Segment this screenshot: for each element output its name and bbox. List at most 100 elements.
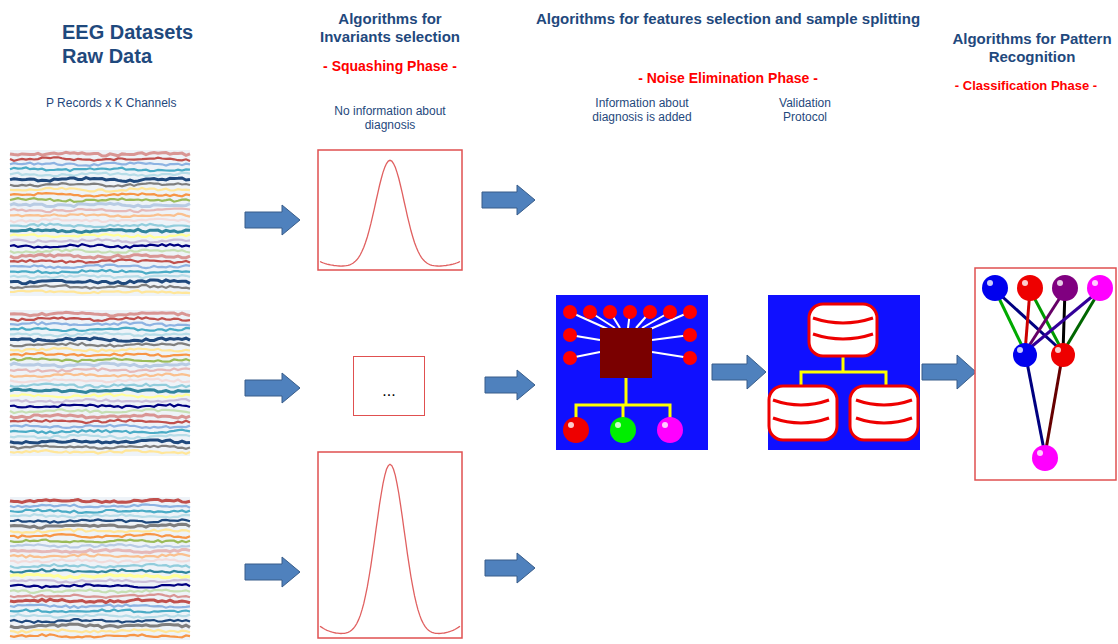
selector-square	[600, 328, 652, 378]
eeg-trace	[10, 414, 190, 418]
block-arrow	[922, 355, 976, 389]
eeg-trace	[10, 163, 190, 166]
eeg-image	[10, 310, 190, 456]
eeg-trace	[10, 590, 190, 593]
eeg-trace	[10, 374, 190, 377]
eeg-trace	[10, 564, 190, 568]
eeg-trace	[10, 214, 190, 217]
eeg-image	[10, 497, 190, 640]
eeg-trace	[10, 219, 190, 223]
gaussian-curve	[320, 160, 460, 266]
column-heading: Algorithms for Invariants selection	[305, 10, 475, 46]
eeg-trace	[10, 420, 190, 424]
eeg-trace	[10, 239, 190, 243]
eeg-trace	[10, 574, 190, 577]
class-ball	[657, 417, 683, 443]
eeg-trace	[10, 409, 190, 413]
class-ball	[563, 417, 589, 443]
column-heading: Algorithms for Pattern Recognition	[950, 30, 1114, 66]
eeg-trace	[10, 504, 190, 507]
eeg-trace	[10, 534, 190, 538]
eeg-trace	[10, 529, 190, 533]
eeg-trace	[10, 605, 190, 609]
eeg-trace	[10, 224, 190, 227]
tree-ball	[1087, 275, 1113, 301]
note-text: Information about diagnosis is added	[572, 96, 712, 125]
block-arrow	[245, 373, 300, 403]
eeg-trace	[10, 614, 190, 618]
flow-arrows	[245, 185, 976, 587]
tree-ball	[1032, 445, 1058, 471]
eeg-trace	[10, 363, 190, 367]
block-arrow	[245, 205, 300, 235]
eeg-trace	[10, 255, 190, 259]
classifier-icon	[975, 268, 1116, 480]
eeg-trace	[10, 435, 190, 439]
eeg-trace	[10, 629, 190, 633]
eeg-trace	[10, 499, 190, 502]
node-text: ...	[382, 372, 395, 400]
tree-ball	[1013, 343, 1037, 367]
eeg-trace	[10, 610, 190, 613]
eeg-trace	[10, 514, 190, 518]
eeg-trace	[10, 580, 190, 583]
gaussian-box	[318, 452, 462, 638]
eeg-trace	[10, 379, 190, 383]
eeg-trace	[10, 234, 190, 237]
eeg-trace	[10, 399, 190, 403]
gaussian-panels	[318, 150, 462, 638]
eeg-trace	[10, 280, 190, 284]
eeg-trace	[10, 285, 190, 289]
database-cylinders	[769, 304, 918, 440]
eeg-trace	[10, 634, 190, 637]
eeg-trace	[10, 270, 190, 274]
eeg-trace	[10, 446, 190, 449]
eeg-trace	[10, 183, 190, 187]
block-arrow	[245, 557, 300, 587]
eeg-trace	[10, 584, 190, 588]
eeg-trace	[10, 450, 190, 454]
phase-name: - Classification Phase -	[938, 78, 1114, 94]
eeg-trace	[10, 259, 190, 263]
eeg-trace	[10, 333, 190, 337]
eeg-trace	[10, 384, 190, 388]
block-arrow	[482, 185, 535, 215]
eeg-trace	[10, 624, 190, 628]
tree-links	[995, 290, 1100, 455]
split-wires	[801, 356, 886, 386]
eeg-trace	[10, 430, 190, 434]
eeg-trace	[10, 358, 190, 362]
eeg-trace	[10, 549, 190, 552]
gaussian-curve	[320, 464, 460, 633]
eeg-trace	[10, 394, 190, 398]
tree-ball	[982, 275, 1008, 301]
eeg-trace	[10, 312, 190, 316]
eeg-trace	[10, 594, 190, 598]
block-arrow	[712, 355, 766, 389]
block-arrow	[485, 370, 535, 400]
eeg-image	[10, 150, 190, 296]
eeg-trace	[10, 619, 190, 623]
eeg-trace	[10, 599, 190, 603]
eeg-trace	[10, 389, 190, 393]
eeg-trace	[10, 368, 190, 372]
output-wires	[576, 378, 670, 420]
eeg-trace	[10, 193, 190, 196]
class-ball	[610, 417, 636, 443]
tree-ball	[1051, 343, 1075, 367]
sample-splitting-icon	[768, 295, 920, 450]
eeg-trace	[10, 554, 190, 557]
eeg-trace	[10, 348, 190, 352]
eeg-trace	[10, 338, 190, 341]
eeg-trace	[10, 544, 190, 547]
eeg-trace	[10, 440, 190, 443]
eeg-trace	[10, 322, 190, 326]
panel-heading: EEG Datasets Raw Data	[62, 20, 202, 68]
eeg-trace	[10, 203, 190, 206]
eeg-trace	[10, 353, 190, 357]
eeg-trace	[10, 229, 190, 232]
cylinder-bands	[773, 318, 912, 423]
eeg-trace	[10, 540, 190, 543]
eeg-trace	[10, 178, 190, 182]
